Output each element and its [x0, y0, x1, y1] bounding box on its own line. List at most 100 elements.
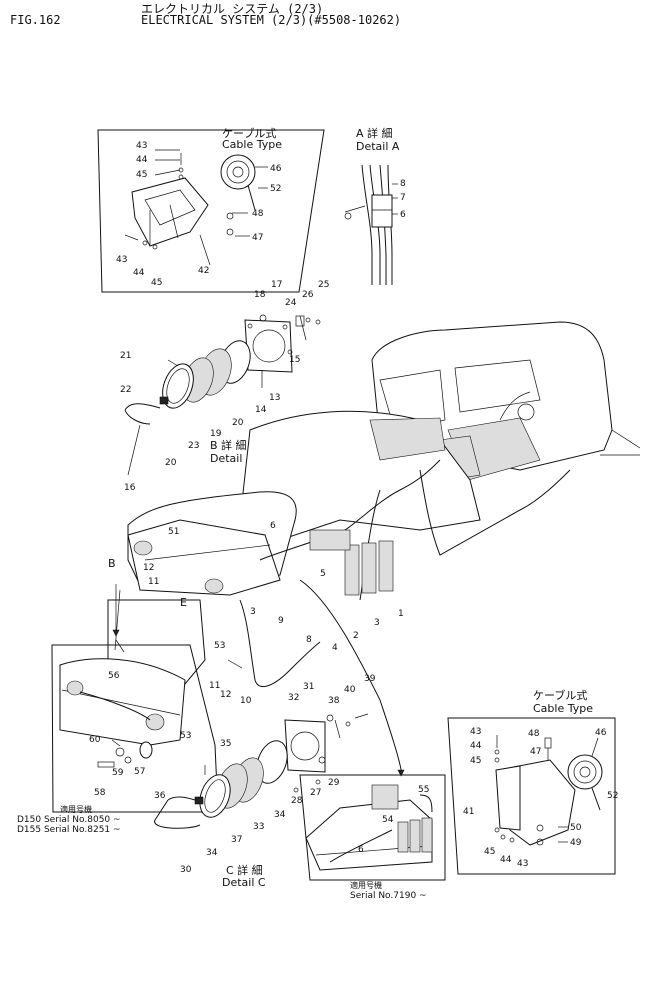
part-number: 19	[210, 429, 222, 439]
part-number: 38	[328, 696, 340, 706]
part-number: 40	[344, 685, 356, 695]
title-english: ELECTRICAL SYSTEM (2/3)(#5508-10262)	[141, 13, 402, 27]
part-number: 44	[133, 268, 145, 278]
part-number: 11	[209, 681, 220, 691]
detail-a-jp: A 詳 細	[356, 126, 393, 140]
part-number: 16	[124, 483, 136, 493]
serial-left-jp: 適用号機	[60, 804, 92, 814]
part-number: 46	[595, 728, 607, 738]
part-number: 28	[291, 796, 303, 806]
headlight-left	[133, 540, 153, 556]
cable	[361, 164, 373, 285]
detail-c: 31 32 40 39 38 35 29 36 27 28 34 33 37 3…	[154, 674, 376, 889]
lamp-rim	[162, 363, 194, 409]
part-number: 17	[271, 280, 282, 290]
horn-bracket	[131, 177, 209, 247]
serial-left-line2: D155 Serial No.8251 ~	[17, 825, 121, 835]
part-number: 52	[270, 184, 281, 194]
part-number: 14	[255, 405, 267, 415]
horn-speaker	[220, 154, 256, 190]
part-number: 43	[517, 859, 528, 869]
part-number: 46	[270, 164, 282, 174]
part-number: 53	[214, 641, 225, 651]
serial-bottom-line1: Serial No.7190 ~	[350, 891, 427, 901]
part-number: 44	[136, 155, 148, 165]
part-number: 21	[120, 351, 131, 361]
part-number: 60	[89, 735, 101, 745]
part-number: 55	[418, 785, 429, 795]
part-number: 48	[528, 729, 540, 739]
part-number: 27	[310, 788, 321, 798]
part-number: 13	[269, 393, 280, 403]
cable-type-jp: ケーブル式	[533, 688, 587, 702]
part-number: 51	[168, 527, 179, 537]
part-number: 36	[154, 791, 166, 801]
part-number: 12	[143, 563, 154, 573]
part-number: 47	[530, 747, 541, 757]
part-number: 35	[220, 739, 231, 749]
box-outline	[299, 774, 446, 881]
part-number: 8	[306, 635, 312, 645]
part-number: 37	[231, 835, 242, 845]
part-number: 6	[358, 845, 364, 855]
part-number: 52	[607, 791, 618, 801]
part-number: 49	[570, 838, 582, 848]
front-grill-detail-box: 56 53 60 59 57 58 適用号機 D150 Serial No.80…	[17, 644, 219, 835]
part-number: 54	[382, 815, 394, 825]
box-outline	[97, 129, 325, 293]
box-outline	[447, 717, 616, 875]
part-number: 7	[400, 193, 406, 203]
part-number: 24	[285, 298, 297, 308]
part-number: 6	[400, 210, 406, 220]
part-number: 56	[108, 671, 120, 681]
part-number: 26	[302, 290, 314, 300]
part-number: 59	[112, 768, 124, 778]
part-number: 53	[180, 731, 191, 741]
part-number: 4	[332, 643, 338, 653]
relay-module	[371, 784, 399, 810]
part-number: 20	[232, 418, 244, 428]
part-number: 58	[94, 788, 106, 798]
part-number: 30	[180, 865, 192, 875]
part-number: 44	[500, 855, 512, 865]
part-number: 2	[353, 631, 359, 641]
part-number: 48	[252, 209, 264, 219]
title-japanese: エレクトリカル システム (2/3)	[141, 2, 324, 16]
part-number: 45	[151, 278, 162, 288]
part-number: 22	[120, 385, 131, 395]
marker-e: E	[180, 596, 187, 609]
part-number: 15	[289, 355, 300, 365]
part-number: 29	[328, 778, 340, 788]
detail-b: 18 17 25 24 26 21 22 15 14 13 19 23 20 2…	[120, 280, 329, 493]
part-number: 1	[398, 609, 404, 619]
detail-a: A 詳 細 Detail A 8 7 6	[344, 126, 406, 285]
cable-type-en: Cable Type	[533, 702, 593, 715]
part-number: 43	[470, 727, 481, 737]
part-number: 3	[250, 607, 256, 617]
part-number: 12	[220, 690, 231, 700]
part-number: 47	[252, 233, 263, 243]
part-number: 44	[470, 741, 482, 751]
relay	[378, 540, 394, 592]
horn-unit	[517, 403, 535, 421]
relay-detail-box: 55 54 6 適用号機 Serial No.7190 ~	[299, 774, 446, 901]
part-number: 9	[278, 616, 284, 626]
cable-type-box-right: ケーブル式 Cable Type 43 44 45 48 47 46 41 52…	[447, 688, 618, 875]
part-number: 11	[148, 577, 159, 587]
part-number: 50	[570, 823, 582, 833]
detail-b-en: Detail B	[210, 452, 253, 465]
cable-type-jp: ケーブル式	[222, 126, 276, 140]
part-number: 3	[374, 618, 380, 628]
part-number: 18	[254, 290, 266, 300]
part-number: 20	[165, 458, 177, 468]
detail-c-jp: C 詳 細	[226, 863, 263, 877]
relay	[361, 542, 377, 594]
cable-clamp	[371, 194, 393, 228]
part-number: 41	[463, 807, 474, 817]
serial-bottom-jp: 適用号機	[350, 880, 382, 890]
part-number: 5	[320, 569, 326, 579]
part-number: 8	[400, 179, 406, 189]
part-number: 45	[484, 847, 495, 857]
part-number: 25	[318, 280, 329, 290]
